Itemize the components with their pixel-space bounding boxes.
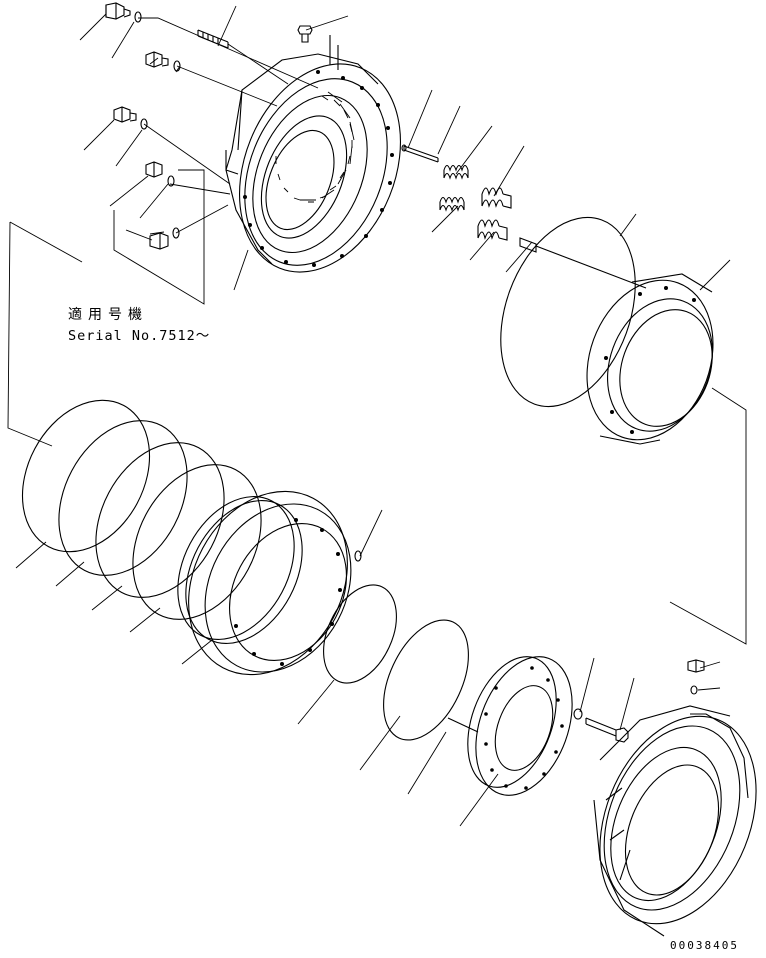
washer-mid-1	[141, 119, 147, 129]
thin-ring-1	[0, 378, 175, 574]
washer-mid-2	[168, 176, 174, 186]
cylinder-housing	[566, 262, 735, 457]
serial-number-label: Serial No.7512～	[68, 328, 211, 344]
dowel-pin	[448, 718, 478, 732]
spring-upper-large	[482, 188, 511, 208]
applicable-model-label: 適用号機	[68, 307, 148, 323]
bolt-fastener-mid-1	[114, 107, 136, 122]
spring-lower-small	[440, 198, 464, 211]
hex-bolt-lower	[586, 718, 628, 742]
long-guide-rod	[536, 246, 646, 288]
washer-cover	[691, 686, 697, 694]
spring-upper-small	[444, 166, 468, 179]
piston	[154, 463, 379, 702]
grease-nipple	[298, 26, 312, 42]
guide-pin	[520, 238, 536, 252]
leader-lines	[8, 6, 746, 826]
thin-ring-3	[70, 420, 249, 619]
washer-top-1	[135, 12, 141, 22]
plug-bolt-cover	[688, 660, 704, 672]
thin-ring-2	[33, 398, 212, 597]
o-ring-middle-2	[366, 607, 485, 753]
washer-plug	[173, 228, 179, 238]
bolt-fastener-mid-2	[146, 162, 162, 177]
plug-fastener	[150, 233, 168, 249]
washer-plate	[574, 709, 582, 719]
small-washer-piston	[355, 551, 361, 561]
spring-lower-large	[478, 220, 507, 240]
end-plate	[451, 643, 590, 808]
cover-housing	[571, 693, 766, 947]
bolt-fastener-top-1	[106, 3, 130, 19]
document-id: 00038405	[670, 939, 739, 952]
o-ring-middle-1	[309, 573, 411, 694]
bolt-fastener-top-2	[146, 52, 168, 67]
roll-pin	[402, 145, 438, 162]
thin-ring-4	[107, 442, 286, 641]
main-housing	[210, 35, 430, 296]
large-o-ring-seal	[476, 199, 660, 426]
